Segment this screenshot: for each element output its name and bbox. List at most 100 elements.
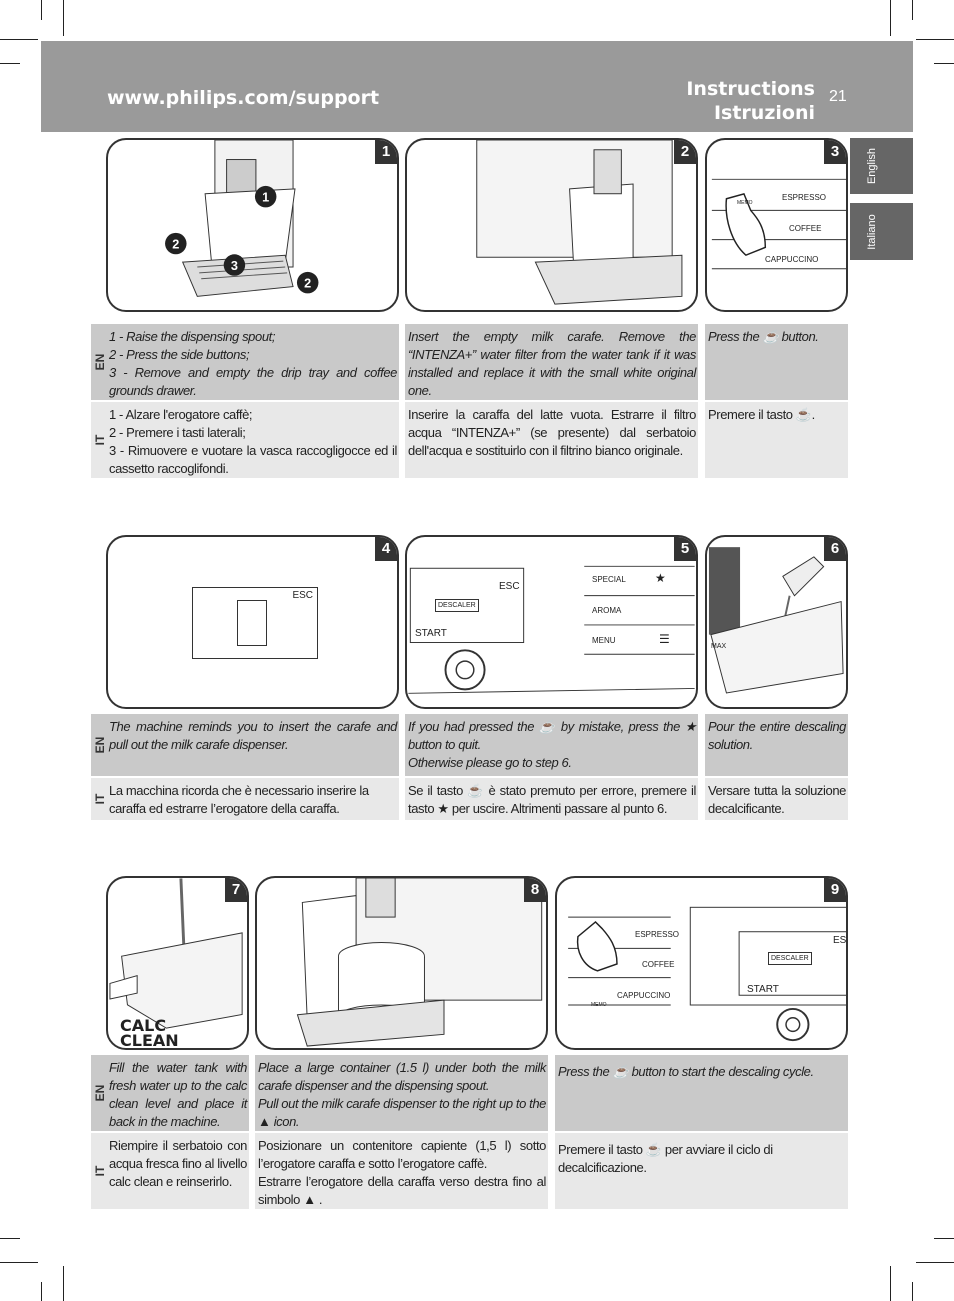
step-1-text-en: 1 - Raise the dispensing spout; 2 - Pres…: [106, 324, 399, 400]
crop-mark: [0, 63, 20, 64]
tab-italiano[interactable]: Italiano: [850, 203, 913, 260]
step-3-text-en: Press the ☕ button.: [705, 324, 848, 400]
coffee-label: COFFEE: [789, 224, 822, 233]
step-2-text-en: Insert the empty milk carafe. Remove the…: [405, 324, 698, 400]
page-title: Instructions Istruzioni: [686, 77, 815, 125]
step-7-text-it: Riempire il serbatoio con acqua fresca f…: [106, 1133, 249, 1209]
step-number: 6: [824, 537, 846, 561]
lang-en: EN: [91, 324, 109, 400]
memo-label: MEMO: [737, 200, 753, 206]
step-3-text-it: Premere il tasto ☕.: [705, 402, 848, 478]
svg-text:1: 1: [262, 191, 269, 205]
special-star-icon: ★: [684, 719, 697, 734]
lang-en: EN: [91, 714, 109, 776]
step-6-illustration: MAX 6: [705, 535, 848, 709]
memo-button-icon: ☕: [645, 1142, 662, 1157]
esc-label: ESC: [499, 581, 520, 592]
crop-mark: [934, 63, 954, 64]
special-star-icon: ★: [437, 801, 449, 816]
svg-text:3: 3: [231, 259, 238, 273]
calc-label: CALC: [120, 1016, 167, 1035]
memo-button-icon: ☕: [762, 329, 779, 344]
clean-label: CLEAN: [120, 1031, 179, 1050]
memo-button-icon: ☕: [467, 783, 485, 798]
dispenser-position-icon: ▲: [303, 1192, 316, 1207]
water-tank-drawing: [708, 547, 844, 694]
step-1-illustration: 1 2 3 2 1: [106, 138, 399, 312]
step-8-text-it: Posizionare un contenitore capiente (1,5…: [255, 1133, 548, 1209]
step-9-illustration: ESPRESSO COFFEE CAPPUCCINO MEMO ESC DESC…: [555, 876, 848, 1050]
step-number: 8: [524, 878, 546, 902]
step-5-text-it: Se il tasto ☕ è stato premuto per errore…: [405, 778, 698, 820]
max-label: MAX: [711, 643, 727, 650]
title-english: Instructions: [686, 78, 815, 100]
menu-label: MENU: [592, 636, 616, 645]
step-number: 7: [225, 878, 247, 902]
title-italian: Istruzioni: [713, 102, 815, 124]
crop-mark: [63, 1266, 64, 1301]
step-4-text-it: La macchina ricorda che è necessario ins…: [106, 778, 399, 820]
crop-mark: [41, 1282, 42, 1301]
step-4-illustration: ESC 4: [106, 535, 399, 709]
water-tank-drawing: [109, 878, 243, 1029]
step-number: 3: [824, 140, 846, 164]
espresso-label: ESPRESSO: [782, 193, 827, 202]
crop-mark: [912, 0, 913, 20]
step-5-text-en: If you had pressed the ☕ by mistake, pre…: [405, 714, 698, 776]
page-header: www.philips.com/support Instructions Ist…: [41, 41, 913, 132]
step-6-text-en: Pour the entire descaling solution.: [705, 714, 848, 776]
step-9-text-it: Premere il tasto ☕ per avviare il ciclo …: [555, 1133, 848, 1209]
dispenser-position-icon: ▲: [258, 1114, 271, 1129]
step-7-text-en: Fill the water tank with fresh water up …: [106, 1055, 249, 1131]
start-label: START: [747, 984, 779, 995]
descaler-icon: DESCALER: [435, 599, 479, 612]
coffee-machine-container-drawing: [296, 878, 543, 1047]
special-star-icon: ★: [655, 571, 666, 585]
lang-en: EN: [91, 1055, 109, 1131]
aroma-label: AROMA: [592, 606, 622, 615]
crop-mark: [41, 0, 42, 20]
espresso-label: ESPRESSO: [635, 930, 680, 939]
cappuccino-label: CAPPUCCINO: [617, 991, 671, 1000]
step-number: 2: [674, 140, 696, 164]
crop-mark: [890, 0, 891, 36]
menu-icon: ☰: [659, 632, 670, 646]
display-screen: ESC: [192, 587, 318, 659]
crop-mark: [890, 1266, 891, 1301]
step-number: 4: [375, 537, 397, 561]
memo-label: MEMO: [591, 1002, 607, 1008]
special-label: SPECIAL: [592, 575, 626, 584]
control-panel-drawing: [711, 178, 846, 270]
step-4-text-en: The machine reminds you to insert the ca…: [106, 714, 399, 776]
memo-button-icon: ☕: [538, 719, 557, 734]
crop-mark: [916, 1262, 954, 1263]
step-9-text-en: Press the ☕ button to start the descalin…: [555, 1055, 848, 1131]
support-url[interactable]: www.philips.com/support: [107, 87, 380, 109]
milk-carafe-drawing: [476, 140, 683, 305]
step-2-illustration: 2: [405, 138, 698, 312]
memo-button-icon: ☕: [795, 407, 812, 422]
control-panel-drawing: [408, 565, 695, 694]
crop-mark: [0, 39, 38, 40]
step-5-illustration: ESC DESCALER START SPECIAL AROMA MENU ★ …: [405, 535, 698, 709]
svg-text:2: 2: [172, 237, 179, 251]
step-2-text-it: Inserire la caraffa del latte vuota. Est…: [405, 402, 698, 478]
crop-mark: [63, 0, 64, 36]
step-6-text-it: Versare tutta la soluzione decalcificant…: [705, 778, 848, 820]
lang-it: IT: [91, 402, 109, 478]
step-number: 5: [674, 537, 696, 561]
step-3-illustration: ESPRESSO COFFEE CAPPUCCINO MEMO 3: [705, 138, 848, 312]
start-label: START: [415, 628, 447, 639]
svg-text:2: 2: [304, 277, 311, 291]
crop-mark: [912, 1282, 913, 1301]
crop-mark: [0, 1238, 20, 1239]
carafe-icon: [237, 600, 267, 646]
descaler-icon: DESCALER: [768, 952, 812, 965]
lang-it: IT: [91, 778, 109, 820]
tab-english[interactable]: English: [850, 138, 913, 194]
memo-button-icon: ☕: [612, 1064, 629, 1079]
esc-label: ESC: [292, 590, 313, 601]
step-number: 9: [824, 878, 846, 902]
crop-mark: [0, 1262, 38, 1263]
crop-mark: [934, 1238, 954, 1239]
